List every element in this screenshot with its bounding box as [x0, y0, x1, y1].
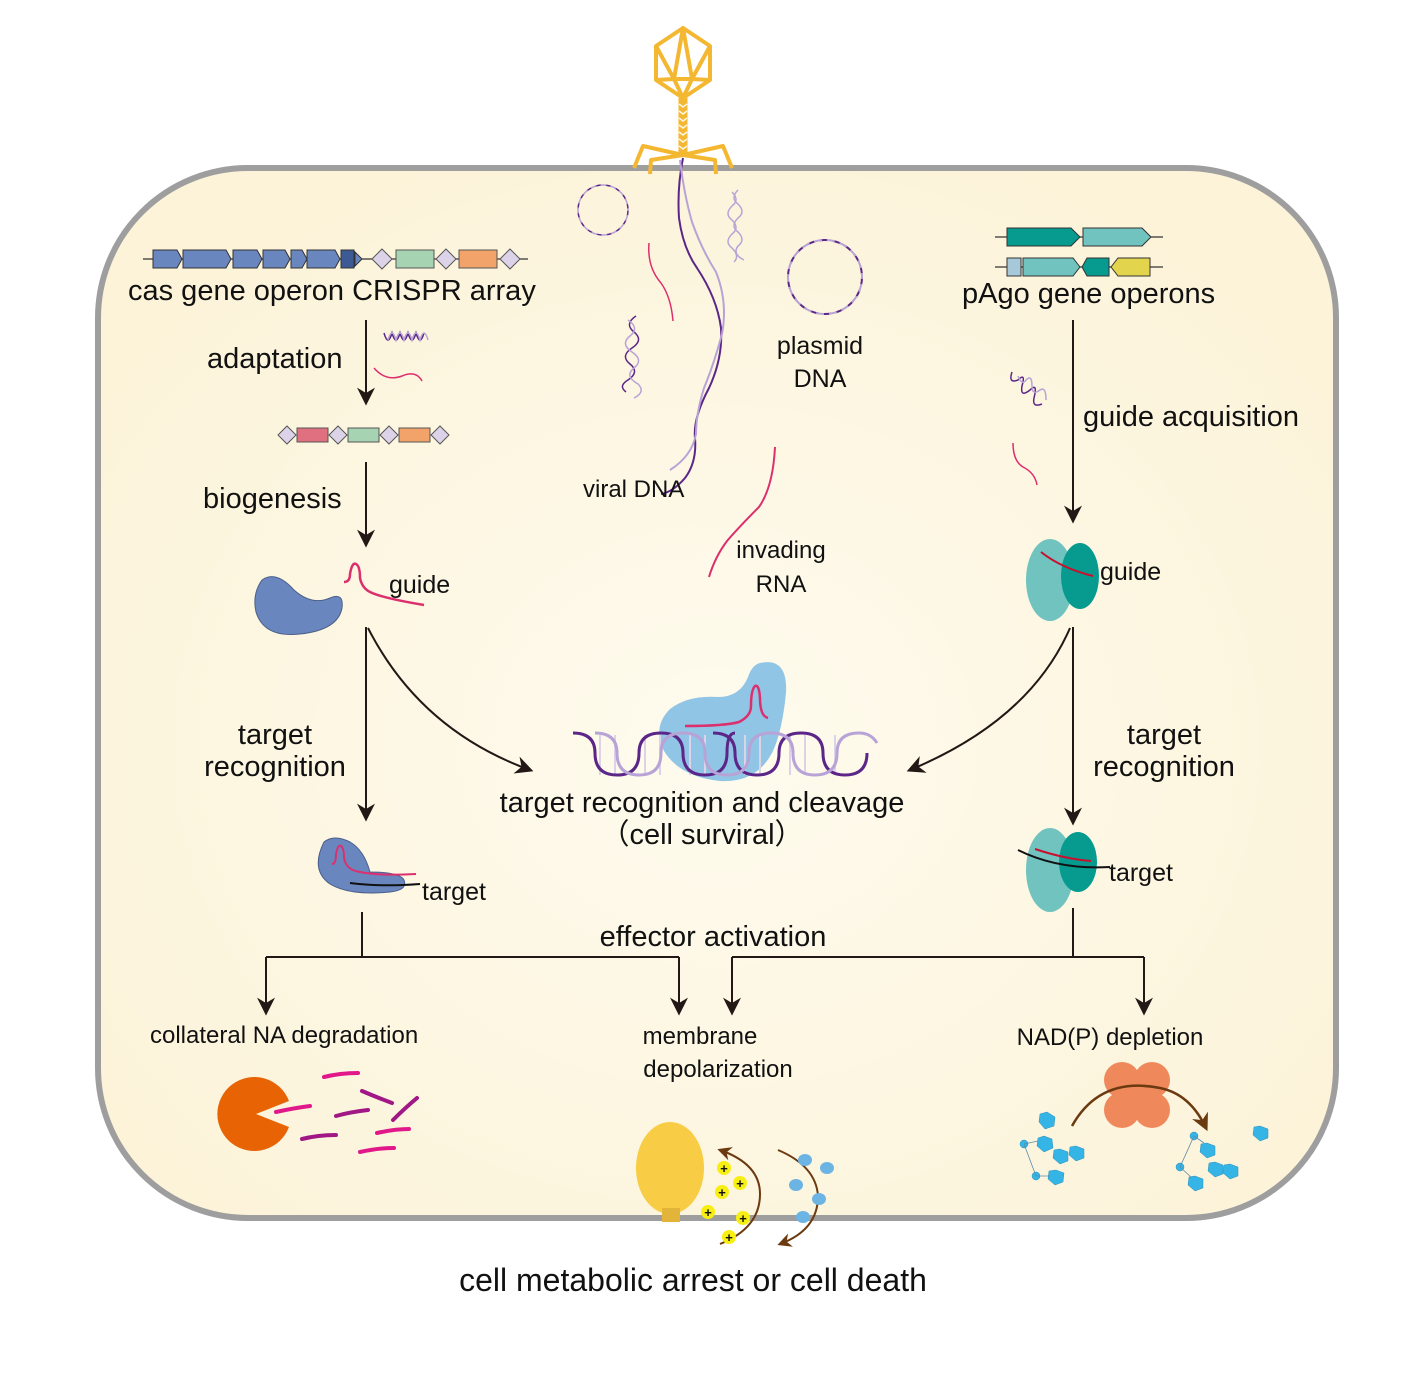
cas-gene	[262, 249, 291, 269]
right-target-label-1: target	[1127, 719, 1201, 751]
pago-target-label: target	[1109, 859, 1173, 887]
pago-guide-label: guide	[1100, 558, 1161, 586]
plasmid-label-1: plasmid	[777, 332, 863, 360]
left-target-label-2: recognition	[204, 751, 346, 783]
nam-adpr-product-icon	[1175, 1125, 1269, 1192]
bacteriophage-icon	[632, 26, 734, 175]
pago-operon-label: pAgo gene operons	[962, 278, 1215, 310]
pago-bound-guide-icon	[1034, 848, 1092, 862]
svg-text:+: +	[718, 1185, 726, 1200]
nad-depletion-label: NAD(P) depletion	[1017, 1024, 1204, 1051]
cas-gene	[354, 250, 363, 268]
cas-gene-operon	[143, 248, 528, 270]
nad-conversion-arrow	[1070, 1084, 1208, 1132]
membrane-pore-icon	[636, 1122, 704, 1214]
product-links	[1179, 1135, 1205, 1179]
plasmid-dna-icon	[787, 239, 863, 315]
nuclease-pacman-icon	[217, 1077, 289, 1151]
bound-target-strand-icon	[349, 882, 421, 887]
left-to-center-arrow	[367, 627, 534, 774]
svg-text:+: +	[704, 1205, 712, 1220]
cas-target-complex-icon	[317, 837, 406, 894]
crrna-guide-icon	[343, 562, 425, 607]
captured-dna-fragment-icon	[373, 330, 429, 382]
rna-fragment-icon	[648, 242, 674, 322]
nad-hydrolase-enzyme-icon	[1104, 1062, 1170, 1128]
membrane-pore-stalk-icon	[662, 1208, 680, 1222]
pago-lobe-dark-icon	[1061, 543, 1099, 609]
dna-fragment-icon	[727, 189, 745, 263]
right-to-center-arrow	[906, 627, 1071, 773]
cas-gene	[340, 249, 355, 269]
svg-text:+: +	[725, 1230, 733, 1245]
cas-gene	[306, 249, 341, 269]
plasmid-label-2: DNA	[794, 365, 847, 393]
right-target-label-2: recognition	[1093, 751, 1235, 783]
target-dna-duplex-icon	[572, 731, 879, 777]
adaptation-label: adaptation	[207, 343, 342, 375]
effector-activation-label: effector activation	[600, 921, 827, 953]
invading-rna-label-2: RNA	[756, 571, 807, 598]
crispr-repeat	[499, 248, 521, 270]
effector-branch-lines	[266, 908, 1144, 958]
invading-rna-label-1: invading	[736, 537, 825, 564]
biogenesis-label: biogenesis	[203, 483, 342, 515]
dna-fragment-icon	[621, 315, 642, 399]
crispr-repeat	[435, 248, 457, 270]
cas-target-label: target	[422, 878, 486, 906]
outcome-label: cell metabolic arrest or cell death	[459, 1262, 927, 1298]
cas-gene	[182, 249, 232, 269]
viral-dna-label: viral DNA	[583, 476, 684, 503]
cleavage-label-1: target recognition and cleavage	[500, 787, 905, 819]
nad-molecule-icon	[1019, 1111, 1085, 1186]
crispr-spacer	[395, 249, 435, 269]
membrane-label-1: membrane	[643, 1023, 758, 1050]
pago-target-strand-icon	[1017, 849, 1111, 869]
bound-guide-icon	[331, 844, 417, 876]
svg-text:+: +	[736, 1176, 744, 1191]
pago-lobe-light-icon	[1026, 539, 1074, 621]
pago-guide-icon	[1040, 551, 1094, 577]
crispr-spacer	[458, 249, 498, 269]
membrane-label-2: depolarization	[643, 1056, 792, 1083]
cas-gene	[232, 249, 263, 269]
small-plasmid-icon	[577, 184, 629, 236]
phage-tail-segments	[678, 103, 688, 150]
svg-text:+: +	[720, 1161, 728, 1176]
expanded-crispr-array	[277, 425, 450, 445]
cleavage-guide-icon	[684, 684, 769, 728]
cleavage-label-2: （cell surviral）	[600, 819, 803, 851]
pago-target-lobe-dark-icon	[1059, 832, 1097, 892]
left-target-label-1: target	[238, 719, 312, 751]
collateral-degradation-label: collateral NA degradation	[150, 1022, 418, 1049]
anions-icon	[789, 1154, 834, 1223]
cations-icon	[701, 1161, 750, 1244]
cas-guide-label: guide	[389, 571, 450, 599]
cation-plus-signs: + + + + + +	[704, 1161, 747, 1245]
invading-rna-icon	[708, 446, 776, 578]
svg-text:+: +	[739, 1211, 747, 1226]
degraded-na-fragments-icon	[274, 1071, 419, 1154]
cas-operon-label: cas gene operon CRISPR array	[128, 275, 536, 307]
guide-acquisition-label: guide acquisition	[1083, 401, 1299, 433]
nad-molecule-links	[1023, 1140, 1050, 1177]
cas-gene	[290, 249, 308, 269]
crispr-repeat	[371, 248, 393, 270]
cas-gene	[152, 249, 183, 269]
pago-gene-operons	[995, 227, 1163, 277]
acquired-dna-fragment-icon	[1010, 371, 1047, 486]
cas-effector-protein-icon	[254, 576, 343, 636]
viral-dna-icon	[660, 157, 725, 495]
